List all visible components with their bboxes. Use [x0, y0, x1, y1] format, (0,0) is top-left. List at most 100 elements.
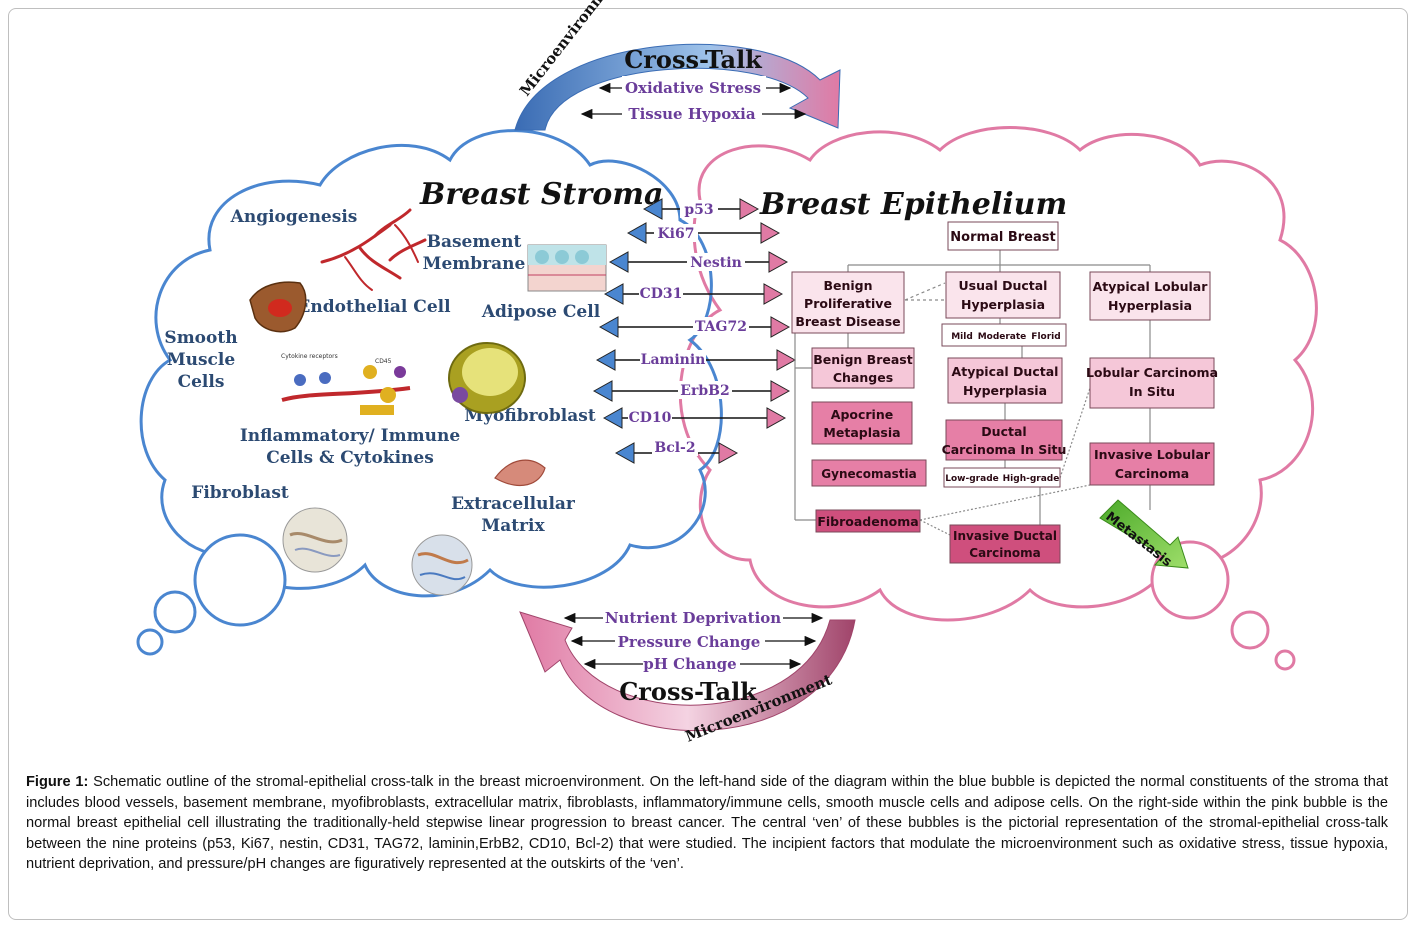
- fibroadenoma-box: [815, 509, 921, 533]
- usual-ductal-box: [945, 271, 1061, 319]
- bottom-factor-2: Pressure Change: [618, 633, 761, 651]
- inflammatory-label-1: Inflammatory/ Immune: [240, 426, 460, 446]
- grade-mild: Mild: [951, 332, 973, 342]
- epithelium-flowchart: Normal Breast Benign Proliferative Breas…: [791, 221, 1218, 564]
- apocrine-line-2: Metaplasia: [823, 425, 900, 440]
- stroma-thought-bubble-2: [153, 590, 197, 634]
- protein-tag72: TAG72: [695, 319, 747, 335]
- adipose-cell-illustration: [448, 342, 526, 414]
- protein-laminin: Laminin: [641, 352, 706, 368]
- benign-changes-line-1: Benign Breast: [813, 352, 912, 367]
- caption-text: Schematic outline of the stromal-epithel…: [26, 774, 1388, 872]
- atypical-lobular-line-2: Hyperplasia: [1108, 298, 1192, 313]
- idc-line-1: Invasive Ductal: [953, 529, 1057, 543]
- dcis-high-grade: High-grade: [1003, 474, 1060, 484]
- stroma-title: Breast Stroma: [419, 177, 663, 212]
- lcis-box: [1089, 357, 1215, 409]
- benign-changes-box: [811, 347, 915, 389]
- top-crosstalk-arc: [514, 43, 841, 131]
- flowchart-connectors: [794, 250, 1151, 536]
- atypical-lobular-line-1: Atypical Lobular: [1093, 279, 1209, 294]
- dcis-low-grade: Low-grade: [945, 474, 998, 484]
- protein-labels: p53 Ki67 Nestin CD31 TAG72 Laminin ErbB2…: [628, 200, 749, 456]
- dcis-line-2: Carcinoma In Situ: [942, 442, 1067, 457]
- normal-breast-box: [947, 221, 1059, 251]
- dcis-box: [945, 419, 1063, 461]
- blood-vessel-illustration: [320, 208, 427, 291]
- dcis-line-1: Ductal: [981, 424, 1026, 439]
- fibroblast-label: Fibroblast: [191, 483, 289, 503]
- ilc-line-1: Invasive Lobular: [1094, 447, 1211, 462]
- bottom-factor-1: Nutrient Deprivation: [605, 609, 781, 627]
- myofibroblast-illustration: [494, 459, 546, 487]
- normal-breast-label: Normal Breast: [950, 230, 1055, 245]
- endothelial-cell-illustration: [249, 281, 307, 333]
- stroma-bubble: [139, 129, 723, 598]
- endothelial-label: Endothelial Cell: [297, 297, 451, 317]
- lcis-line-1: Lobular Carcinoma: [1086, 365, 1218, 380]
- ilc-box: [1089, 442, 1215, 486]
- smooth-muscle-label-3: Cells: [178, 372, 225, 392]
- epithelium-thought-bubble-3: [1274, 649, 1296, 671]
- stroma-thought-bubble-3: [136, 628, 164, 656]
- epithelium-title: Breast Epithelium: [759, 187, 1067, 222]
- benign-changes-line-2: Changes: [833, 370, 893, 385]
- idc-box: [949, 524, 1061, 564]
- top-factor-1: Oxidative Stress: [625, 79, 761, 97]
- atypical-ductal-box: [947, 357, 1063, 404]
- protein-erbb2: ErbB2: [680, 383, 729, 399]
- ecm-illustration: [411, 534, 473, 596]
- stromal-epithelial-diagram: Microenvironment Cross-Talk Oxidative St…: [136, 0, 1318, 746]
- bottom-crosstalk-arc: [519, 611, 856, 732]
- basement-membrane-illustration: [527, 244, 607, 292]
- top-crosstalk-title: Cross-Talk: [624, 45, 763, 74]
- adipose-label: Adipose Cell: [481, 302, 601, 322]
- bottom-crosstalk-title: Cross-Talk: [619, 677, 758, 706]
- atypical-ductal-line-2: Hyperplasia: [963, 383, 1047, 398]
- grade-florid: Florid: [1031, 332, 1060, 342]
- bottom-factor-3: pH Change: [643, 655, 736, 673]
- idc-line-2: Carcinoma: [969, 546, 1040, 560]
- apocrine-line-1: Apocrine: [831, 407, 893, 422]
- hyperplasia-grades-box: [941, 323, 1067, 347]
- figure-caption: Figure 1: Schematic outline of the strom…: [26, 772, 1388, 875]
- fibroadenoma-label: Fibroadenoma: [817, 514, 918, 529]
- protein-p53: p53: [684, 202, 713, 218]
- gynecomastia-label: Gynecomastia: [821, 467, 916, 481]
- protein-bcl2: Bcl-2: [654, 440, 695, 456]
- basement-membrane-label-2: Membrane: [423, 254, 526, 274]
- atypical-ductal-line-1: Atypical Ductal: [952, 364, 1059, 379]
- benign-proliferative-box: [791, 271, 905, 334]
- cytokine-receptors-label: Cytokine receptors: [281, 353, 338, 360]
- cd45-label: CD45: [375, 358, 392, 365]
- epithelium-thought-bubble-2: [1230, 610, 1270, 650]
- lcis-line-2: In Situ: [1129, 384, 1175, 399]
- protein-nestin: Nestin: [690, 255, 742, 271]
- fibroblast-illustration: [282, 507, 348, 573]
- inflammatory-cells-illustration: Cytokine receptors CD45: [281, 353, 411, 415]
- benign-proliferative-line-2: Proliferative: [804, 296, 892, 311]
- inflammatory-label-2: Cells & Cytokines: [266, 448, 434, 468]
- gynecomastia-box: [811, 459, 927, 487]
- ecm-label-2: Matrix: [481, 516, 545, 536]
- dcis-grades-box: [943, 467, 1061, 488]
- atypical-lobular-box: [1089, 271, 1211, 321]
- protein-cd10: CD10: [629, 410, 672, 426]
- smooth-muscle-label-1: Smooth: [164, 328, 237, 348]
- protein-ki67: Ki67: [658, 226, 695, 242]
- basement-membrane-label-1: Basement: [427, 232, 522, 252]
- usual-ductal-line-1: Usual Ductal: [959, 278, 1048, 293]
- grade-moderate: Moderate: [978, 332, 1027, 342]
- usual-ductal-line-2: Hyperplasia: [961, 297, 1045, 312]
- stroma-thought-bubble-1: [193, 533, 287, 627]
- smooth-muscle-label-2: Muscle: [167, 350, 236, 370]
- caption-label: Figure 1:: [26, 774, 89, 790]
- angiogenesis-label: Angiogenesis: [230, 207, 358, 227]
- benign-proliferative-line-1: Benign: [823, 278, 872, 293]
- protein-cd31: CD31: [640, 286, 683, 302]
- ilc-line-2: Carcinoma: [1115, 466, 1189, 481]
- benign-proliferative-line-3: Breast Disease: [795, 314, 900, 329]
- top-factor-2: Tissue Hypoxia: [628, 105, 755, 123]
- ecm-label-1: Extracellular: [451, 494, 576, 514]
- apocrine-box: [811, 401, 913, 445]
